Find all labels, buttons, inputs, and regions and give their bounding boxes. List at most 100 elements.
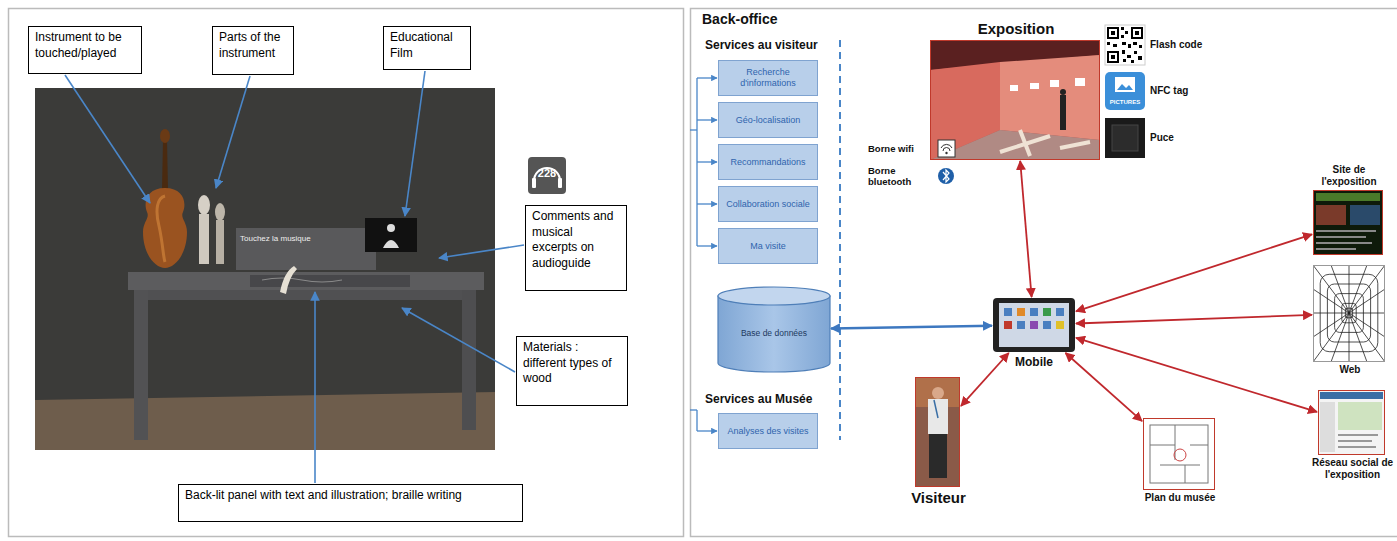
social-network-thumbnail: Réseau social de l'exposition (1318, 390, 1385, 455)
tablet-part-part (1017, 308, 1025, 316)
web-image-part-part (1313, 313, 1349, 337)
qr-code-part-part (1125, 31, 1128, 34)
callout-box: Materials : different types of wood (516, 336, 628, 406)
social-network-thumbnail (1318, 390, 1385, 455)
tablet-part-part (1043, 321, 1051, 329)
social-network-thumbnail-part-part (1338, 440, 1372, 442)
exhibit-photo-part (199, 214, 209, 264)
exhibition-photo-part (1000, 130, 1090, 156)
exhibit-photo (35, 88, 495, 450)
nfc-icon-part (1105, 72, 1145, 110)
node-text: Instrument to be touched/played (35, 30, 135, 61)
exhibit-photo-part (162, 140, 168, 190)
web-image (1313, 265, 1385, 362)
nfc-icon-part (1115, 77, 1135, 92)
web-image-part-part (1345, 308, 1352, 318)
tablet-part-part (1017, 321, 1025, 329)
icon-text: PICTURES (1105, 99, 1145, 106)
exhibition-photo-part (1060, 89, 1066, 95)
floor-plan (1143, 418, 1215, 490)
exhibition-photo-part (1000, 55, 1100, 140)
web-image-part-part (1349, 265, 1385, 313)
node-text: Educational Film (390, 30, 464, 61)
exhibit-photo-part (215, 203, 225, 221)
leader-line-part (216, 76, 250, 188)
panel-frame-part (691, 9, 1397, 537)
web-image-part-part (1349, 289, 1385, 313)
icon-label: Borne bluetooth (868, 165, 932, 188)
floor-plan-part (1150, 425, 1208, 483)
database-cylinder (718, 287, 830, 372)
website-thumbnail-part (1350, 205, 1380, 225)
connector-arrow (1076, 338, 1317, 412)
service-box: Analyses des visites (718, 413, 818, 449)
bluetooth-icon-part (943, 170, 949, 182)
visitor-photo (915, 377, 960, 487)
qr-code-part (1109, 53, 1117, 61)
floor-plan-part (1174, 449, 1186, 461)
qr-code-part-part (1122, 50, 1125, 54)
chip-icon-part (1112, 125, 1138, 151)
node-label: Site de l'exposition (1310, 164, 1388, 188)
leader-line-part (402, 308, 515, 372)
callout-box: Instrument to be touched/played (28, 26, 142, 74)
connector-arrow (1066, 353, 1143, 421)
tablet-part (999, 303, 1069, 347)
qr-code-part-part (1113, 44, 1117, 47)
web-image-part (1313, 265, 1385, 362)
web-image: Web (1313, 265, 1385, 362)
bluetooth-icon (938, 168, 954, 184)
web-image-part-part (1349, 313, 1385, 337)
social-network-thumbnail-part (1338, 434, 1378, 448)
audioguide-icon-part (532, 178, 536, 188)
qr-code (1105, 25, 1145, 65)
exhibit-photo-part (35, 88, 495, 450)
exhibit-photo-part (148, 290, 462, 300)
web-image-part-part (1349, 265, 1350, 313)
exhibition-photo-part (1050, 80, 1059, 87)
web-image-part-part (1327, 284, 1370, 342)
icon-label: NFC tag (1150, 85, 1188, 97)
leader-line-part (405, 71, 425, 216)
wifi-icon (938, 140, 955, 157)
node-label: Exposition (946, 20, 1086, 38)
website-thumbnail-part (1316, 230, 1376, 250)
exhibit-photo-part (160, 129, 170, 143)
qr-code-part (1133, 29, 1141, 37)
leader-line (65, 71, 524, 483)
web-image-part-part (1313, 289, 1349, 313)
wifi-icon-part (941, 144, 952, 151)
node-text: Parts of the instrument (219, 30, 287, 61)
qr-code-part (1109, 29, 1117, 37)
web-image-part-part (1349, 313, 1385, 362)
exhibit-photo-part (35, 392, 495, 450)
web-image-part-part (1349, 313, 1385, 314)
exhibit-photo-part (250, 275, 410, 287)
exhibition-photo-part (1075, 78, 1085, 86)
floor-plan-part-part (1185, 465, 1186, 483)
icon-label: Borne wifi (868, 143, 914, 154)
website-thumbnail-part-part (1316, 248, 1356, 250)
web-image-part-part (1331, 265, 1349, 313)
qr-code-part-part (1134, 51, 1137, 54)
web-image-part-part (1313, 313, 1349, 314)
exhibit-photo-part (157, 196, 165, 262)
tablet-part-part (1030, 308, 1038, 316)
exhibit-photo-part (236, 228, 376, 270)
qr-code-part-part (1121, 27, 1124, 30)
node-text: Materials : different types of wood (523, 340, 621, 387)
service-box: Recommandations (718, 144, 818, 180)
web-image-part-part (1349, 313, 1350, 362)
qr-code-part (1107, 27, 1119, 39)
qr-code-part-part (1123, 59, 1126, 62)
visitor-photo-part (915, 377, 960, 487)
exhibition-photo-part (930, 40, 1100, 160)
qr-code-part-part (1133, 42, 1137, 45)
web-image-part-part (1335, 294, 1364, 333)
bracket-line-part (697, 77, 717, 78)
floor-plan-part-part (1150, 425, 1208, 483)
section-heading: Services au Musée (705, 392, 812, 406)
exhibition-photo-part (1060, 95, 1066, 130)
